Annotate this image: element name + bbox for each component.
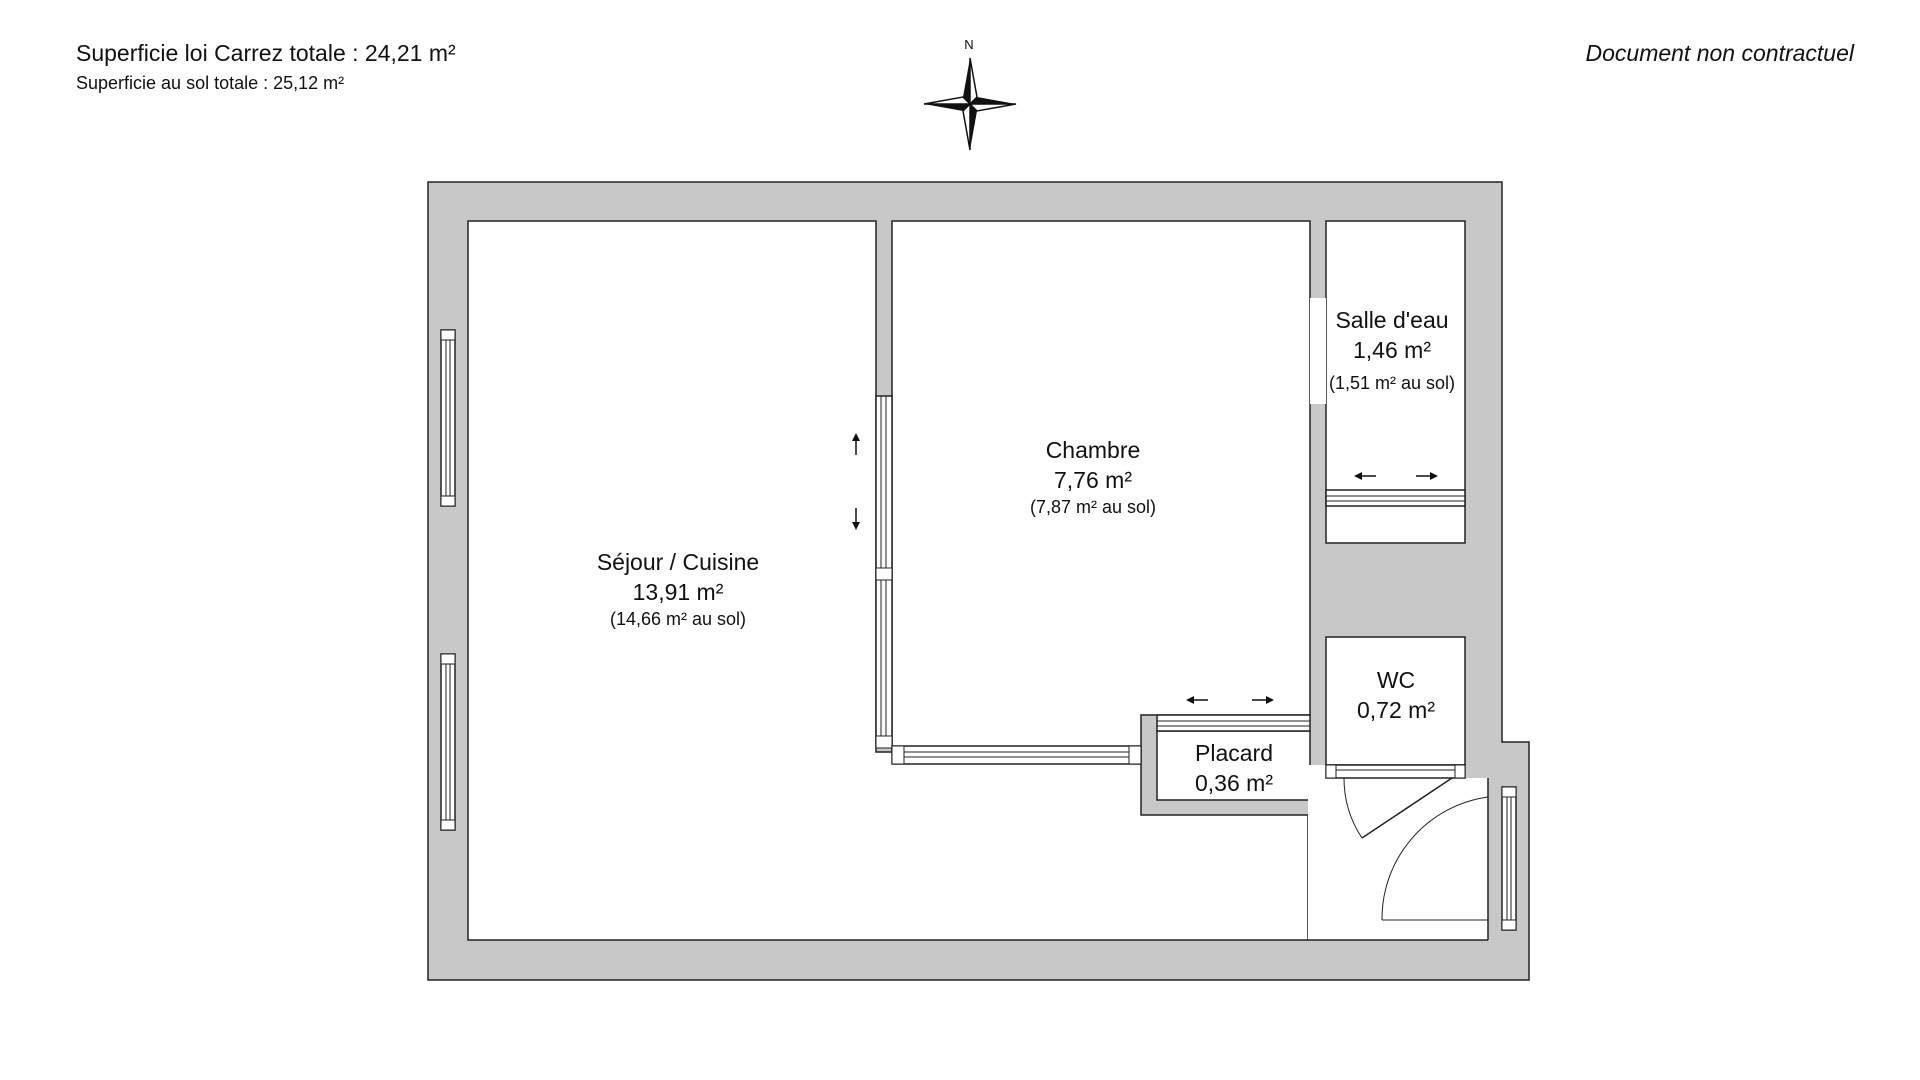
room-name: Séjour / Cuisine <box>597 549 759 575</box>
sliding-arrow-right-icon <box>1252 696 1274 704</box>
room-name: WC <box>1377 667 1415 693</box>
chambre-salle-eau-opening <box>1310 298 1326 404</box>
sliding-arrow-left-icon <box>1354 472 1376 480</box>
salle-eau-sliding-door <box>1325 489 1466 507</box>
compass-north-label: N <box>964 37 973 52</box>
room-area: 0,36 m² <box>1195 770 1273 796</box>
floor-total-area: Superficie au sol totale : 25,12 m² <box>76 73 345 93</box>
label-sejour-cuisine: Séjour / Cuisine 13,91 m² (14,66 m² au s… <box>597 549 759 629</box>
window-left-top <box>440 329 456 507</box>
disclaimer: Document non contractuel <box>1585 40 1855 66</box>
glass-partition-vertical <box>875 395 893 749</box>
label-chambre: Chambre 7,76 m² (7,87 m² au sol) <box>1030 437 1156 517</box>
room-floor-area: (1,51 m² au sol) <box>1329 373 1455 393</box>
room-floor-area: (7,87 m² au sol) <box>1030 497 1156 517</box>
room-area: 7,76 m² <box>1054 467 1132 493</box>
label-salle-eau: Salle d'eau 1,46 m² (1,51 m² au sol) <box>1329 307 1455 393</box>
room-name: Salle d'eau <box>1335 307 1448 333</box>
room-salle-eau <box>1325 220 1466 544</box>
glass-partition-horizontal <box>891 745 1142 765</box>
corridor <box>1308 765 1488 940</box>
room-area: 1,46 m² <box>1353 337 1431 363</box>
compass-icon: N <box>923 37 1017 151</box>
sliding-arrow-down-icon <box>852 508 860 530</box>
carrez-total-area: Superficie loi Carrez totale : 24,21 m² <box>76 40 456 66</box>
room-name: Chambre <box>1046 437 1141 463</box>
window-left-bottom <box>440 653 456 831</box>
room-area: 13,91 m² <box>633 579 724 605</box>
sliding-arrow-right-icon <box>1416 472 1438 480</box>
placard-sliding-door <box>1156 714 1311 732</box>
label-wc: WC 0,72 m² <box>1357 667 1435 723</box>
room-name: Placard <box>1195 740 1273 766</box>
entrance-door <box>1381 786 1517 931</box>
room-area: 0,72 m² <box>1357 697 1435 723</box>
sliding-arrow-left-icon <box>1186 696 1208 704</box>
room-floor-area: (14,66 m² au sol) <box>610 609 746 629</box>
sliding-arrow-up-icon <box>852 433 860 455</box>
wc-door <box>1325 764 1466 839</box>
label-placard: Placard 0,36 m² <box>1195 740 1273 796</box>
